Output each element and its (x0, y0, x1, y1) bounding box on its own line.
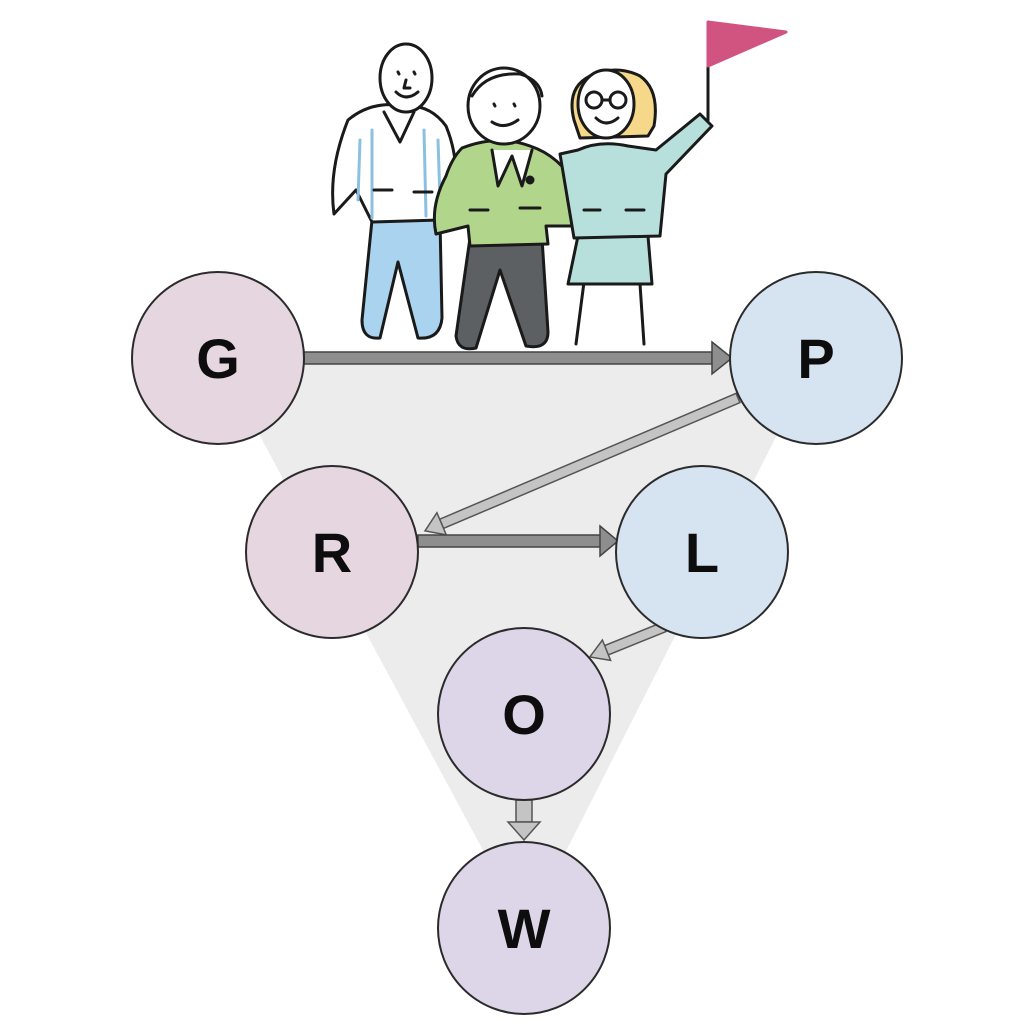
node-g-label: G (196, 327, 240, 390)
node-p-label: P (797, 327, 834, 390)
node-w: W (437, 841, 611, 1015)
flag-icon (706, 20, 788, 68)
node-o-label: O (502, 683, 546, 746)
node-l-label: L (685, 521, 719, 584)
arrow-r-to-l (417, 524, 620, 558)
node-o-circle (437, 627, 611, 801)
team-illustration (331, 20, 788, 351)
woman-teal-dress-figure (558, 22, 714, 346)
node-r-label: R (312, 521, 352, 584)
node-w-circle (437, 841, 611, 1015)
node-o: O (437, 627, 611, 801)
arrow-g-to-p (303, 340, 734, 376)
arrows (303, 340, 741, 842)
node-r: R (245, 465, 419, 639)
node-g-circle (131, 271, 305, 445)
node-l-circle (615, 465, 789, 639)
node-p-circle (729, 271, 903, 445)
node-p: P (729, 271, 903, 445)
node-w-label: W (498, 897, 551, 960)
arrow-p-to-r (423, 392, 741, 536)
node-l: L (615, 465, 789, 639)
node-r-circle (245, 465, 419, 639)
node-g: G (131, 271, 305, 445)
man-striped-shirt-figure (331, 42, 458, 340)
arrow-o-to-w (506, 799, 542, 842)
man-green-jacket-figure (432, 66, 584, 351)
